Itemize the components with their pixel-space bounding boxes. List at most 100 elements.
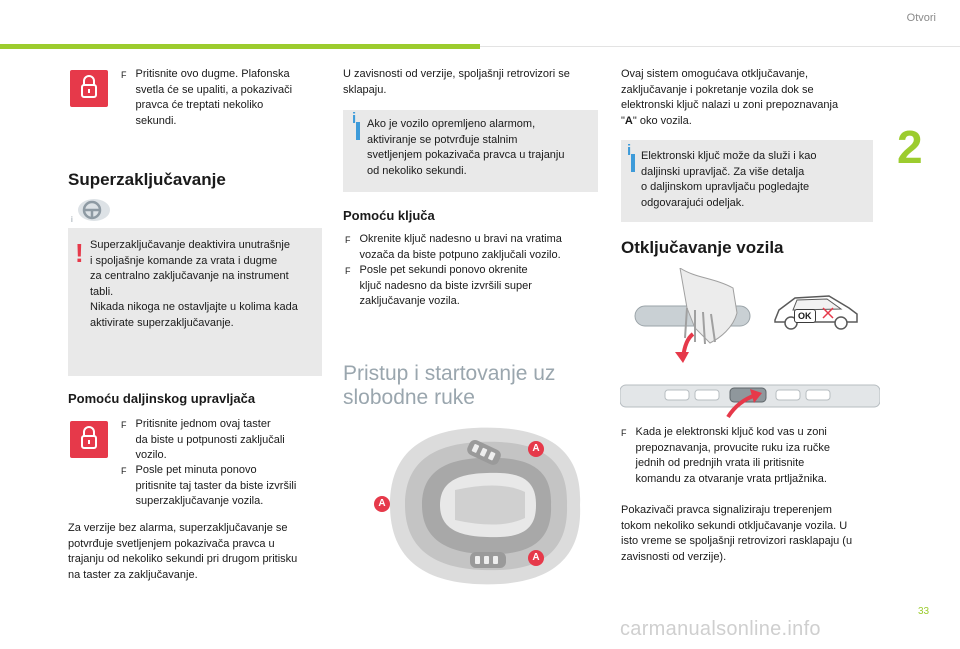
- text-line: Elektronski ključ može da služi i kao: [641, 150, 817, 162]
- bullet-icon: F: [621, 428, 627, 438]
- section-title: Otvori: [906, 12, 936, 24]
- ekey-info-box: [621, 140, 873, 222]
- alarm-info-text: Ako je vozilo opremljeno alarmom, aktivi…: [367, 117, 592, 179]
- text-line: trajanju od nekoliko sekundi pri drugom …: [68, 553, 298, 565]
- key-bullet-1: F Okrenite ključ nadesno u bravi na vrat…: [345, 232, 600, 263]
- lock-icon: [70, 421, 108, 458]
- header-rule: [480, 46, 960, 47]
- warning-text: Superzaključavanje deaktivira unutrašnje…: [90, 238, 322, 331]
- bullet-icon: F: [345, 235, 351, 245]
- text-line: superzaključavanje vozila.: [135, 495, 264, 507]
- text-line: potvrđuje svetljenjem pokazivača pravca …: [68, 537, 275, 550]
- text-line: Posle pet minuta ponovo: [135, 464, 257, 476]
- bullet-icon: F: [121, 420, 127, 430]
- text-line: tabli.: [90, 285, 114, 298]
- text-line: na taster za zaključavanje.: [68, 568, 198, 581]
- text-line: zaključavanje i pokretanje vozila dok se: [621, 83, 814, 96]
- heading-line: Pristup i startovanje uz: [343, 362, 556, 385]
- text-line: Pritisnite jednom ovaj taster: [135, 418, 271, 430]
- indicator-text: Pokazivači pravca signaliziraju treperen…: [621, 503, 883, 565]
- text-line: Za verzije bez alarma, superzaključavanj…: [68, 522, 288, 534]
- text-line: tokom nekoliko sekundi otključavanje voz…: [621, 519, 848, 532]
- car-illustration: [771, 290, 861, 332]
- watermark: carmanualsonline.info: [620, 618, 821, 640]
- header-accent-bar: [0, 44, 480, 49]
- no-alarm-text: Za verzije bez alarma, superzaključavanj…: [68, 521, 328, 583]
- key-heading: Pomoću ključa: [343, 208, 435, 223]
- text-line: pravca će treptati nekoliko: [135, 99, 264, 111]
- text-line: Pokazivači pravca signaliziraju treperen…: [621, 504, 832, 516]
- zone-marker: A: [528, 550, 544, 566]
- steering-wheel-icon: i: [70, 198, 112, 224]
- text-line: komandu za otvaranje vrata prtljažnika.: [635, 472, 827, 485]
- text-line: vozilo.: [135, 449, 167, 461]
- intro-bullet: F Pritisnite ovo dugme. Plafonska svetla…: [121, 67, 321, 129]
- remote-heading: Pomoću daljinskog upravljača: [68, 391, 256, 406]
- text-line: Nikada nikoga ne ostavljajte u kolima ka…: [90, 301, 298, 313]
- remote-bullet-2: F Posle pet minuta ponovo pritisnite taj…: [121, 463, 326, 510]
- text-line: o daljinskom upravljaču pogledajte: [641, 181, 810, 193]
- door-handle-illustration: [625, 266, 760, 370]
- ekey-info-text: Elektronski ključ može da služi i kao da…: [641, 149, 869, 211]
- text-line: svetljenjem pokazivača pravca u trajanju: [367, 149, 565, 161]
- text-line: daljinski upravljač. Za više detalja: [641, 165, 805, 178]
- warning-box: [68, 228, 322, 376]
- text-line: Okrenite ključ nadesno u bravi na vratim…: [359, 233, 562, 245]
- zone-marker: A: [528, 441, 544, 457]
- heading-line: slobodne ruke: [343, 386, 475, 409]
- text-line: pritisnite taj taster da biste izvršili: [135, 479, 297, 492]
- text-line: za centralno zaključavanje na instrument: [90, 270, 289, 282]
- text-line: odgovarajući odeljak.: [641, 196, 745, 209]
- text-line: elektronski ključ nalazi u zoni prepozna…: [621, 99, 839, 111]
- text-part: " oko vozila.: [632, 114, 692, 127]
- text-line: zavisnosti od verzije).: [621, 550, 727, 563]
- key-bullet-2: F Posle pet sekundi ponovo okrenite klju…: [345, 263, 600, 310]
- info-icon: i: [352, 110, 357, 127]
- text-part: ": [621, 114, 625, 127]
- text-line: i spoljašnje komande za vrata i dugme: [90, 254, 278, 267]
- text-line: zaključavanje vozila.: [359, 295, 460, 307]
- text-line: od nekoliko sekundi.: [367, 164, 467, 177]
- text-line: sekundi.: [135, 114, 177, 127]
- text-line: aktivirate superzaključavanje.: [90, 316, 234, 329]
- text-line: vozača da biste potpuno zaključali vozil…: [359, 248, 561, 261]
- info-icon: i: [627, 142, 632, 159]
- mirrors-text: U zavisnosti od verzije, spoljašnji retr…: [343, 67, 599, 98]
- zone-marker: A: [374, 496, 390, 512]
- text-line: "A" oko vozila.: [621, 114, 879, 130]
- svg-text:i: i: [71, 215, 73, 224]
- text-line: jednih od prednjih vrata ili pritisnite: [635, 457, 805, 469]
- remote-bullet-1: F Pritisnite jednom ovaj taster da biste…: [121, 417, 326, 464]
- text-line: prepoznavanja, provucite ruku iza ručke: [635, 441, 830, 454]
- tailgate-illustration: [619, 375, 881, 420]
- lock-icon: [70, 70, 108, 107]
- text-line: Superzaključavanje deaktivira unutrašnje: [90, 239, 290, 251]
- unlock-bullet: F Kada je elektronski ključ kod vas u zo…: [621, 425, 879, 487]
- text-line: Ako je vozilo opremljeno alarmom,: [367, 118, 536, 130]
- text-line: isto vreme se spoljašnji retrovizori ras…: [621, 535, 853, 547]
- chapter-number: 2: [897, 121, 923, 173]
- recognition-zone-illustration: [360, 420, 585, 590]
- text-line: svetla će se upaliti, a pokazivači: [135, 83, 293, 96]
- text-line: sklapaju.: [343, 83, 387, 96]
- bullet-icon: F: [121, 466, 127, 476]
- alarm-info-box: [343, 110, 598, 192]
- text-line: ključ nadesno da biste izvršili super: [359, 279, 532, 292]
- text-line: Ovaj sistem omogućava otključavanje,: [621, 68, 809, 80]
- superlock-heading: Superzaključavanje: [68, 170, 226, 189]
- text-line: Posle pet sekundi ponovo okrenite: [359, 264, 528, 276]
- text-line: aktiviranje se potvrđuje stalnim: [367, 133, 518, 146]
- info-bar: [631, 154, 635, 172]
- text-line: da biste u potpunosti zaključali: [135, 433, 285, 446]
- zone-ref: A: [624, 114, 633, 127]
- ok-badge: OK: [794, 309, 816, 323]
- keyless-heading: Pristup i startovanje uz slobodne ruke: [343, 362, 603, 410]
- unlock-heading: Otključavanje vozila: [621, 238, 784, 257]
- text-line: U zavisnosti od verzije, spoljašnji retr…: [343, 68, 570, 80]
- text-line: Kada je elektronski ključ kod vas u zoni: [635, 426, 827, 438]
- bullet-icon: F: [121, 70, 127, 80]
- page-number: 33: [918, 606, 930, 617]
- bullet-icon: F: [345, 266, 351, 276]
- text-line: Pritisnite ovo dugme. Plafonska: [135, 68, 290, 80]
- warning-icon: !: [75, 238, 84, 268]
